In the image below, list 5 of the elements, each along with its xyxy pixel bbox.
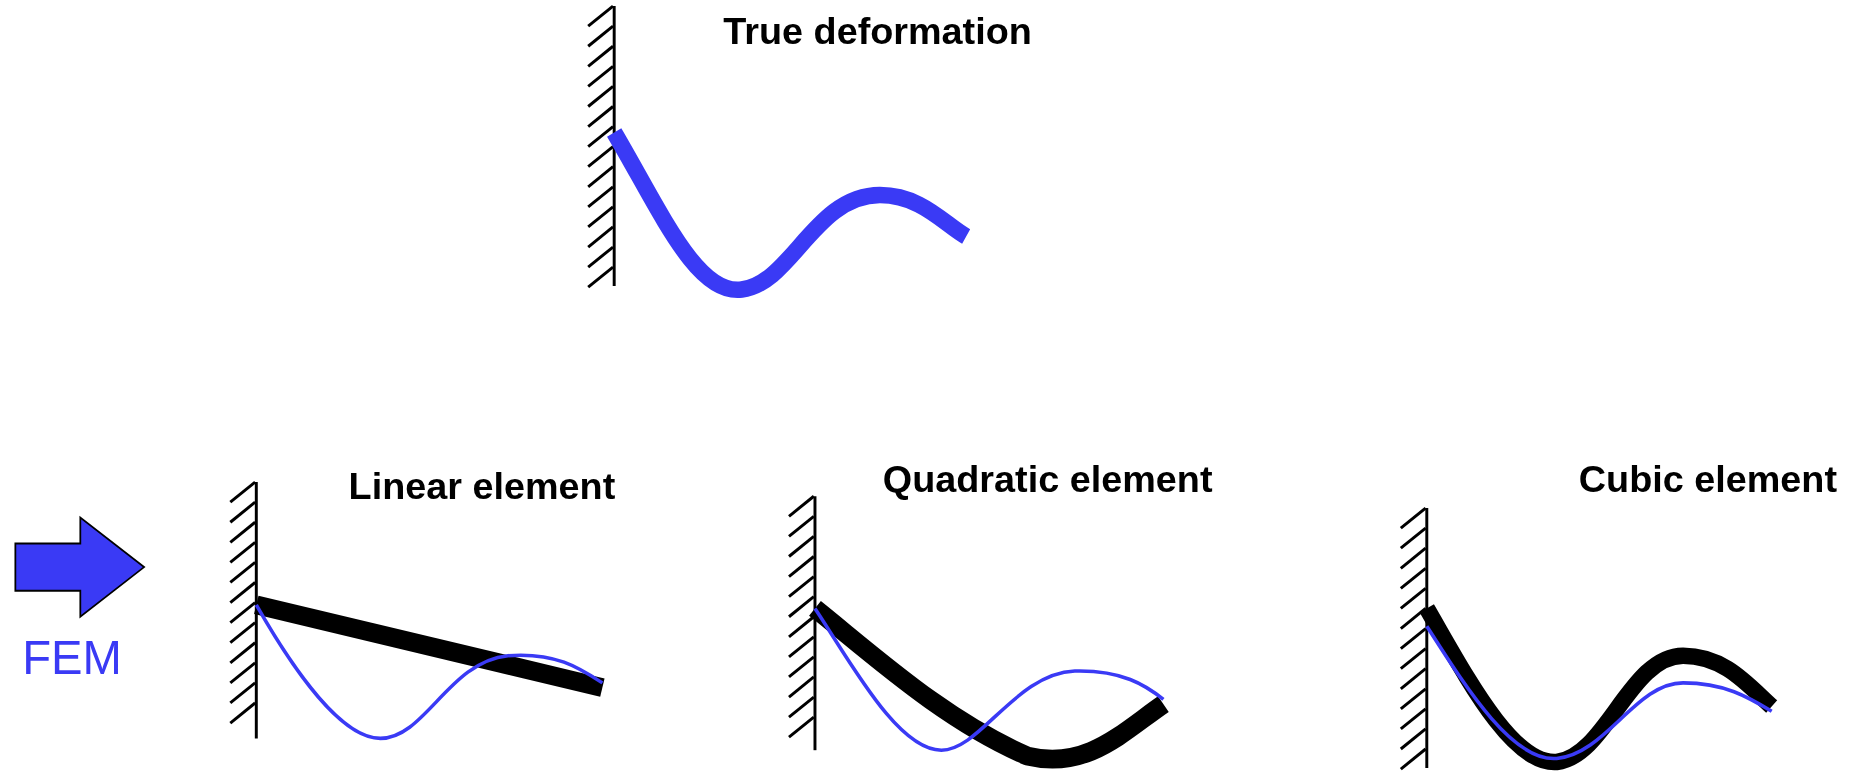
panel-title: Quadratic element xyxy=(882,458,1213,501)
panel-title: True deformation xyxy=(723,11,1032,53)
method-label: FEM xyxy=(22,631,122,684)
panel-title: Cubic element xyxy=(1578,458,1837,501)
panel-title: Linear element xyxy=(348,465,616,508)
